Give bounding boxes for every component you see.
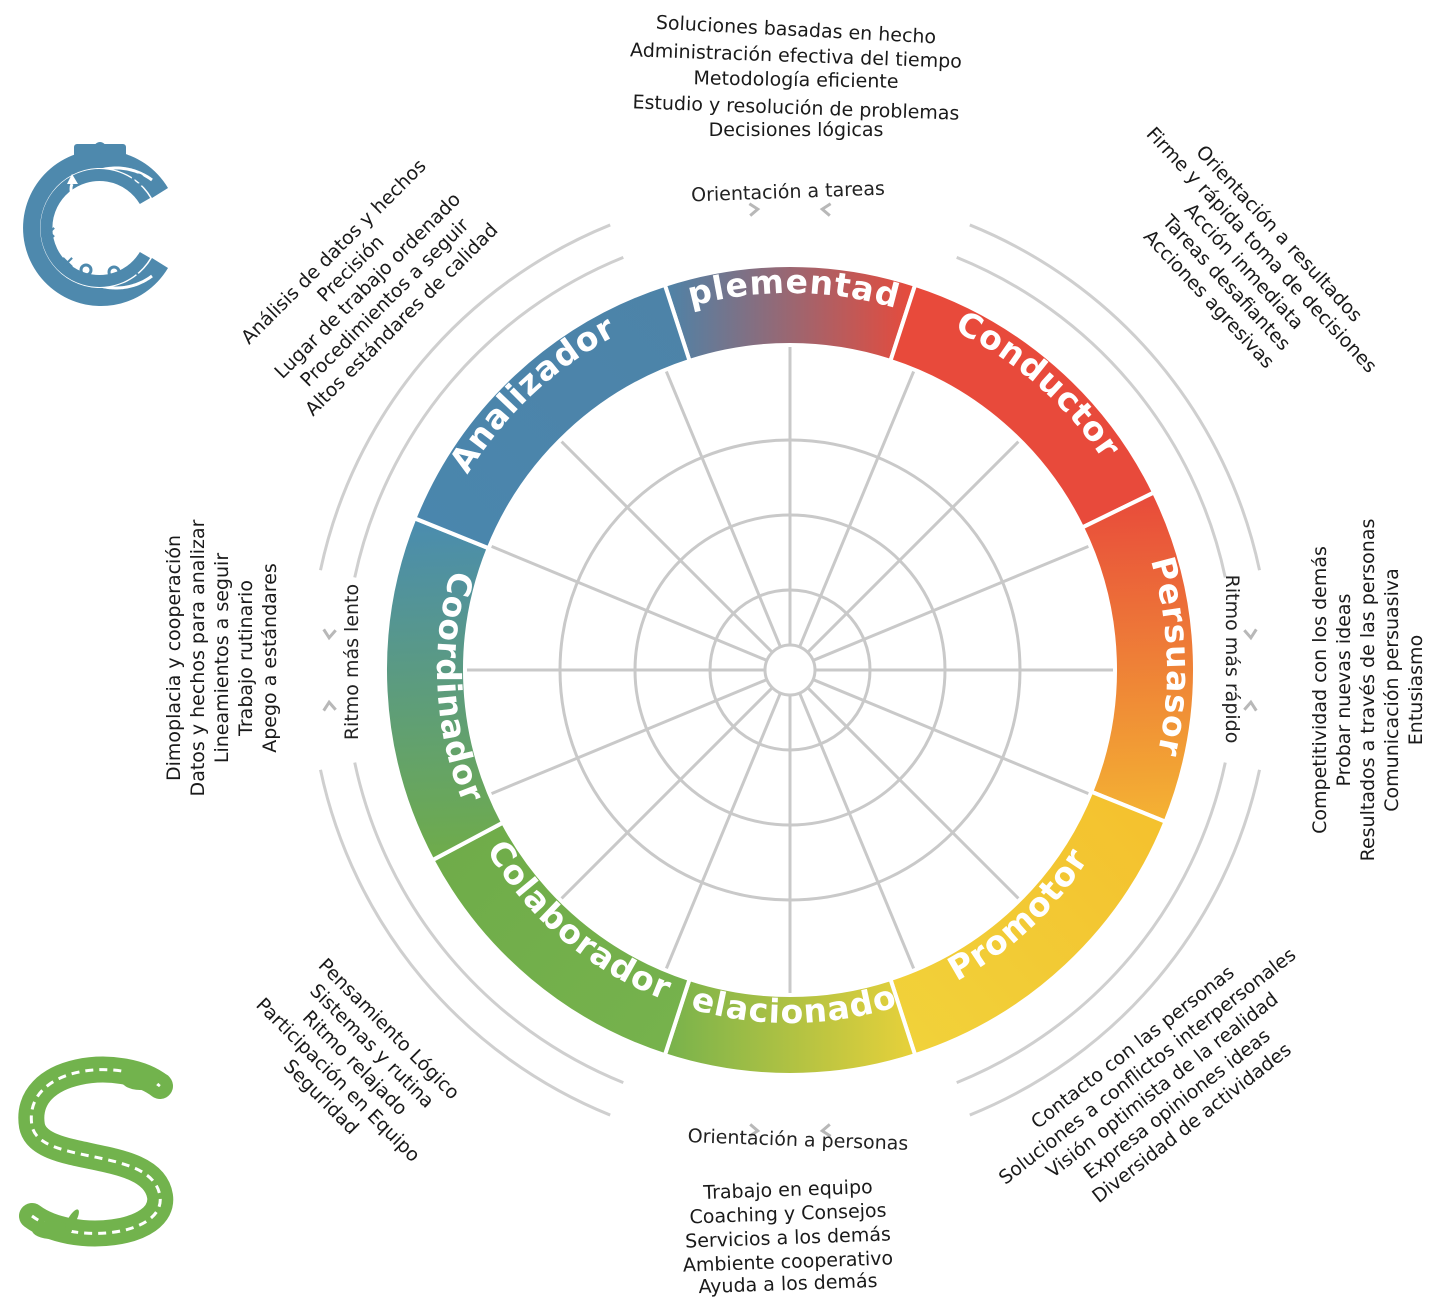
traits-right: Competitividad con los demás Probar nuev… bbox=[1309, 519, 1427, 862]
trait-tl-4: Procedimientos a seguir bbox=[296, 214, 473, 391]
spoke-15 bbox=[664, 369, 782, 648]
arc-arrow-0 bbox=[748, 202, 761, 217]
spoke-14 bbox=[559, 439, 774, 654]
arc-arrow-6 bbox=[322, 699, 337, 712]
traits-bottom: Trabajo en equipo Coaching y Consejos Se… bbox=[683, 1176, 894, 1298]
arc-arrow-3 bbox=[748, 1123, 761, 1138]
trait-r-3: Resultados a través de las personas bbox=[1357, 519, 1379, 862]
trait-l-3: Lineamientos a seguir bbox=[211, 553, 233, 763]
spoke-2 bbox=[806, 439, 1021, 654]
guide-arc-1-3 bbox=[319, 223, 611, 571]
grid-circle-1 bbox=[708, 588, 872, 752]
guide-arc-0-2 bbox=[353, 762, 624, 1084]
arc-arrow-4 bbox=[1243, 628, 1258, 641]
trait-top-3: Metodología eficiente bbox=[693, 67, 898, 93]
inner-grid bbox=[465, 345, 1115, 995]
spoke-9 bbox=[664, 692, 782, 971]
svg-text:×: × bbox=[126, 260, 141, 281]
clipboard-c-logo: × × × bbox=[23, 142, 169, 306]
outer-arcs bbox=[319, 223, 1261, 1117]
axis-label-left: Ritmo más lento bbox=[341, 584, 363, 740]
spoke-11 bbox=[489, 678, 768, 796]
trait-b-1: Trabajo en equipo bbox=[702, 1176, 873, 1204]
trait-r-1: Competitividad con los demás bbox=[1309, 546, 1331, 834]
guide-arc-0-3 bbox=[353, 256, 624, 578]
axis-label-bottom: Orientación a personas bbox=[687, 1125, 908, 1155]
segment-ring bbox=[383, 263, 1197, 1078]
arc-arrow-2 bbox=[819, 1123, 832, 1138]
segment-conductor bbox=[887, 282, 1157, 531]
traits-top-left: Análisis de datos y hechos Precisión Lug… bbox=[237, 155, 502, 420]
guide-arc-0-0 bbox=[956, 256, 1227, 578]
trait-r-5: Entusiasmo bbox=[1405, 635, 1427, 745]
spoke-7 bbox=[798, 692, 916, 971]
grid-circle-0 bbox=[763, 643, 817, 697]
arc-arrows bbox=[322, 202, 1258, 1138]
svg-text:×: × bbox=[42, 222, 57, 243]
arc-arrow-7 bbox=[322, 628, 337, 641]
spoke-3 bbox=[812, 544, 1091, 662]
trait-l-2: Datos y hechos para analizar bbox=[187, 519, 209, 796]
arc-arrow-1 bbox=[819, 202, 832, 217]
axis-label-right: Ritmo más rápido bbox=[1221, 575, 1243, 744]
traits-top-right: Orientación a resultados Firme y rápida … bbox=[1139, 123, 1381, 377]
trait-r-2: Probar nuevas ideas bbox=[1333, 594, 1355, 787]
arc-arrow-5 bbox=[1243, 699, 1258, 712]
spoke-13 bbox=[489, 544, 768, 662]
traits-top: Soluciones basadas en hecho Administraci… bbox=[630, 12, 962, 141]
trait-l-4: Trabajo rutinario bbox=[235, 580, 257, 737]
trait-top-5: Decisiones lógicas bbox=[709, 119, 884, 141]
spoke-5 bbox=[812, 678, 1091, 796]
guide-arc-1-1 bbox=[969, 769, 1261, 1117]
grid-circle-3 bbox=[558, 438, 1022, 902]
segment-analizador bbox=[411, 282, 693, 551]
grid-circle-2 bbox=[633, 513, 947, 827]
spoke-1 bbox=[798, 369, 916, 648]
axis-label-top: Orientación a tareas bbox=[691, 178, 885, 207]
trait-l-5: Apego a estándares bbox=[259, 563, 281, 753]
spoke-6 bbox=[806, 686, 1021, 901]
turtle-rabbit-s-logo bbox=[18, 1056, 174, 1247]
segment-labels: ImplementadorConductorPersuasorPromotorR… bbox=[0, 0, 1198, 1031]
trait-l-1: Dimoplacia y cooperación bbox=[163, 535, 185, 781]
svg-text:×: × bbox=[60, 252, 75, 273]
spoke-10 bbox=[559, 686, 774, 901]
guide-arc-1-0 bbox=[969, 223, 1261, 571]
guide-arc-0-1 bbox=[956, 762, 1227, 1084]
guide-arc-1-2 bbox=[319, 769, 611, 1117]
traits-left: Dimoplacia y cooperación Datos y hechos … bbox=[163, 519, 281, 796]
traits-bottom-left: Pensamiento Lógico Sistemas y rutina Rit… bbox=[251, 954, 463, 1166]
trait-r-4: Comunicación persuasiva bbox=[1381, 568, 1403, 812]
